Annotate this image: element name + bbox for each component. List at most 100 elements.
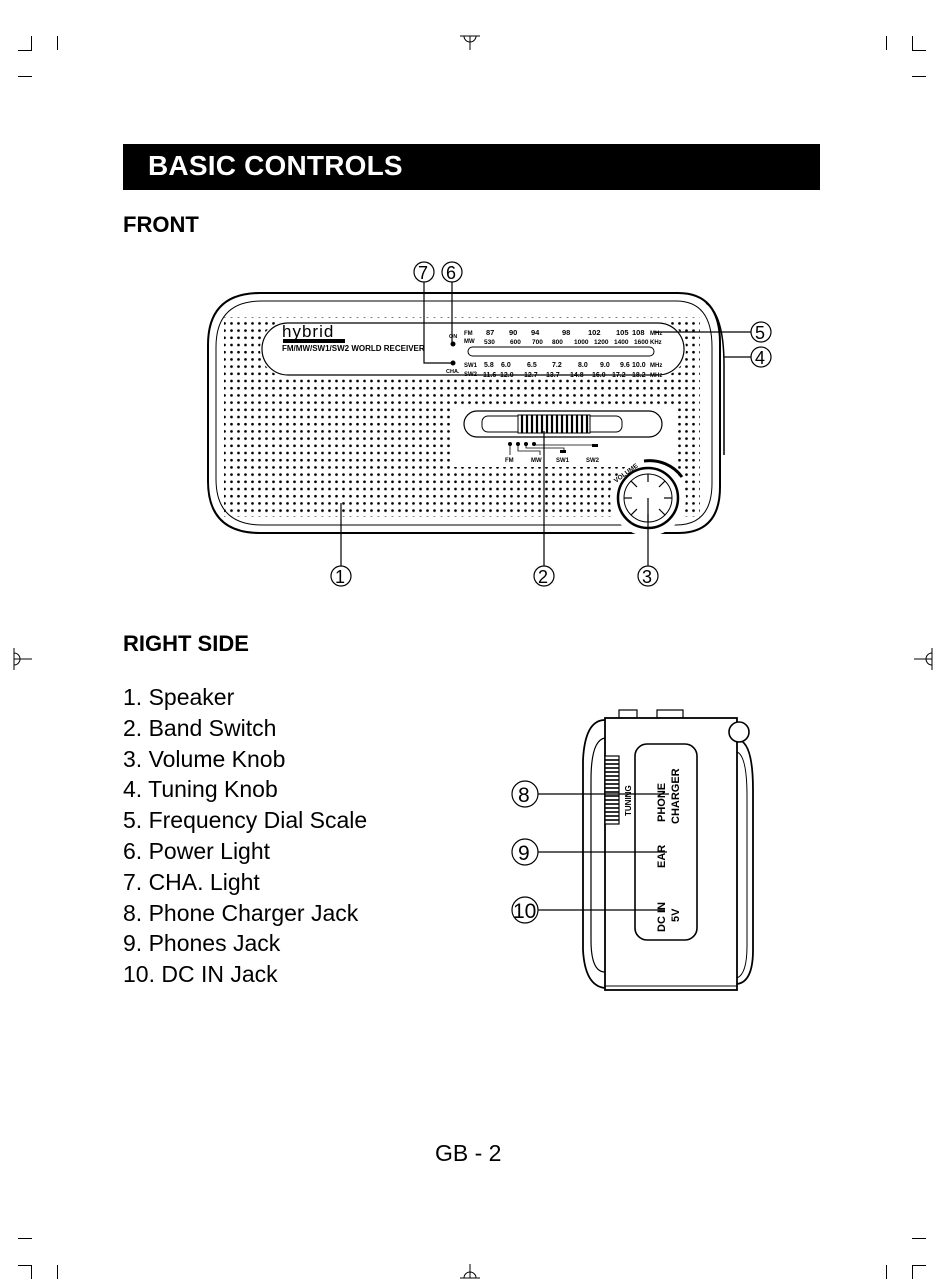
svg-text:6.5: 6.5 (527, 362, 537, 369)
section-header-bar: BASIC CONTROLS (123, 144, 820, 190)
svg-text:600: 600 (510, 339, 521, 346)
list-item: 2. Band Switch (123, 714, 277, 741)
dc-in-label: DC IN (656, 902, 668, 932)
svg-text:1000: 1000 (574, 339, 589, 346)
brand-logo: hybrid (282, 322, 334, 341)
svg-text:94: 94 (531, 328, 540, 337)
power-light (450, 341, 456, 347)
radio-side-illustration: TUNING PHONE CHARGER EAR DC IN 5V 8 9 10 (511, 709, 754, 991)
svg-text:5V: 5V (670, 908, 682, 922)
svg-text:SW2: SW2 (464, 372, 478, 378)
svg-text:KHz: KHz (650, 340, 662, 346)
svg-text:17.2: 17.2 (612, 372, 626, 379)
svg-text:530: 530 (484, 339, 495, 346)
svg-text:6.0: 6.0 (501, 362, 511, 369)
list-item: 9. Phones Jack (123, 930, 281, 957)
registration-mark-left (13, 648, 32, 670)
svg-text:SW1: SW1 (464, 363, 478, 369)
svg-text:102: 102 (588, 328, 601, 337)
list-item: 1. Speaker (123, 684, 235, 710)
svg-text:5: 5 (755, 323, 765, 343)
svg-text:4: 4 (755, 348, 765, 368)
svg-text:5.8: 5.8 (484, 362, 494, 369)
svg-text:MW: MW (531, 458, 542, 464)
radio-front-illustration: hybrid FM/MW/SW1/SW2 WORLD RECEIVER ON C… (207, 261, 772, 587)
crop-mark (912, 76, 926, 77)
crop-mark (912, 1265, 926, 1266)
list-item: 3. Volume Knob (123, 745, 286, 772)
right-side-heading: RIGHT SIDE (123, 631, 249, 656)
svg-text:6: 6 (446, 263, 456, 283)
list-item: 10. DC IN Jack (123, 961, 278, 988)
crop-mark (18, 1265, 32, 1266)
svg-text:MW: MW (464, 339, 475, 345)
svg-text:MHz: MHz (650, 331, 662, 337)
svg-text:CHARGER: CHARGER (670, 768, 682, 824)
registration-mark-right (914, 648, 933, 670)
crop-mark (31, 1265, 32, 1279)
svg-text:7: 7 (418, 263, 428, 283)
registration-mark-top (460, 35, 480, 50)
list-item: 7. CHA. Light (123, 868, 260, 895)
svg-text:7.2: 7.2 (552, 362, 562, 369)
page-number: GB - 2 (435, 1140, 502, 1166)
crop-mark (57, 1265, 58, 1279)
ear-label: EAR (656, 845, 668, 868)
svg-text:10.0: 10.0 (632, 362, 646, 369)
svg-text:CHA.: CHA. (446, 369, 460, 375)
svg-text:SW1: SW1 (556, 458, 570, 464)
svg-text:9.0: 9.0 (600, 362, 610, 369)
page-title: BASIC CONTROLS (148, 150, 403, 181)
list-item: 4. Tuning Knob (123, 776, 278, 803)
crop-mark (912, 36, 913, 50)
svg-text:MHz: MHz (650, 363, 662, 369)
svg-text:MHz: MHz (650, 373, 662, 379)
svg-text:700: 700 (532, 339, 543, 346)
crop-mark (886, 36, 887, 50)
crop-mark (912, 1265, 913, 1279)
crop-mark (31, 36, 32, 50)
svg-text:1: 1 (335, 567, 345, 587)
crop-mark (912, 1238, 926, 1239)
svg-text:87: 87 (486, 328, 494, 337)
svg-text:12.0: 12.0 (500, 372, 514, 379)
front-heading: FRONT (123, 212, 199, 237)
svg-text:1600: 1600 (634, 339, 649, 346)
phone-charger-label: PHONE (656, 783, 668, 822)
svg-text:12.7: 12.7 (524, 372, 538, 379)
svg-text:1400: 1400 (614, 339, 629, 346)
svg-text:90: 90 (509, 328, 517, 337)
tuning-knob-edge (705, 302, 725, 455)
list-item: 8. Phone Charger Jack (123, 899, 359, 926)
model-label: FM/MW/SW1/SW2 WORLD RECEIVER (282, 344, 425, 353)
svg-text:1200: 1200 (594, 339, 609, 346)
list-item: 6. Power Light (123, 837, 271, 864)
band-switch-slider (517, 414, 591, 434)
svg-text:105: 105 (616, 328, 629, 337)
svg-text:13.7: 13.7 (546, 372, 560, 379)
crop-mark (886, 1265, 887, 1279)
crop-mark (18, 76, 32, 77)
svg-text:108: 108 (632, 328, 645, 337)
svg-text:10: 10 (513, 900, 536, 923)
svg-text:9: 9 (518, 842, 530, 865)
svg-text:3: 3 (642, 567, 652, 587)
svg-text:SW2: SW2 (586, 458, 600, 464)
svg-text:8: 8 (518, 784, 530, 807)
svg-text:9.6: 9.6 (620, 362, 630, 369)
svg-text:ON: ON (449, 334, 457, 340)
svg-text:16.0: 16.0 (592, 372, 606, 379)
svg-text:8.0: 8.0 (578, 362, 588, 369)
tuning-wheel (604, 755, 620, 825)
crop-mark (57, 36, 58, 50)
svg-text:14.8: 14.8 (570, 372, 584, 379)
svg-text:2: 2 (538, 567, 548, 587)
jack-panel (634, 743, 698, 941)
crop-mark (18, 1238, 32, 1239)
svg-text:FM: FM (505, 458, 514, 464)
svg-text:18.2: 18.2 (632, 372, 646, 379)
list-item: 5. Frequency Dial Scale (123, 807, 368, 834)
